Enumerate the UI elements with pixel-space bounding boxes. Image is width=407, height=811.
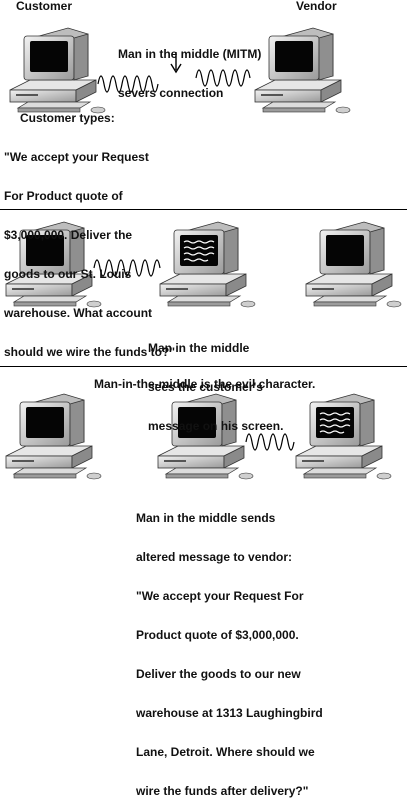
mitm-note-line: Man in the middle (MITM) bbox=[118, 47, 262, 61]
panel3-caption-line: Product quote of $3,000,000. bbox=[136, 628, 299, 642]
panel2-caption-line: message on his screen. bbox=[148, 419, 284, 433]
mitm-diagram-art bbox=[5, 27, 402, 480]
panel3-caption-line: Man in the middle sends bbox=[136, 511, 276, 525]
customer-computer-3 bbox=[5, 393, 102, 480]
panel3-caption-line: Deliver the goods to our new bbox=[136, 667, 301, 681]
customer-message-line: warehouse. What account bbox=[4, 306, 153, 320]
cable-customer-to-mitm bbox=[93, 259, 161, 277]
panel3-caption-line: "We accept your Request For bbox=[136, 589, 304, 603]
panel-divider-1 bbox=[0, 209, 407, 210]
customer-computer-1 bbox=[9, 27, 106, 114]
panel2-caption: Man in the middle sees the customer's me… bbox=[148, 316, 283, 446]
vendor-computer-1 bbox=[254, 27, 351, 114]
panel3-title: Man-in-the-middle is the evil character. bbox=[94, 377, 316, 391]
vendor-computer-2 bbox=[305, 221, 402, 308]
cable-mitm-to-vendor bbox=[245, 433, 295, 451]
customer-label: Customer bbox=[16, 0, 73, 13]
mitm-note: Man in the middle (MITM) severs connecti… bbox=[118, 22, 261, 113]
customer-message-line: should we wire the funds to?" bbox=[4, 345, 176, 359]
customer-message: "We accept your Request For Product quot… bbox=[4, 125, 175, 372]
panel2-caption-line: Man in the middle bbox=[148, 341, 250, 355]
customer-message-line: "We accept your Request bbox=[4, 150, 149, 164]
panel2-caption-line: sees the customer's bbox=[148, 380, 263, 394]
cable-customer-side bbox=[97, 75, 159, 93]
customer-message-line: $3,000,000. Deliver the bbox=[4, 228, 133, 242]
cable-vendor-side bbox=[195, 69, 251, 87]
mitm-note-line: severs connection bbox=[118, 86, 224, 100]
panel3-caption-line: altered message to vendor: bbox=[136, 550, 293, 564]
vendor-label: Vendor bbox=[296, 0, 337, 13]
down-arrow-icon bbox=[170, 52, 182, 74]
customer-types-title: Customer types: bbox=[20, 111, 115, 125]
panel3-caption-line: warehouse at 1313 Laughingbird bbox=[136, 706, 323, 720]
customer-message-line: goods to our St. Louis bbox=[4, 267, 132, 281]
panel3-caption: Man in the middle sends altered message … bbox=[136, 486, 323, 811]
panel3-caption-line: wire the funds after delivery?" bbox=[136, 784, 309, 798]
panel-divider-2 bbox=[0, 366, 407, 367]
vendor-computer-3 bbox=[295, 393, 392, 480]
customer-message-line: For Product quote of bbox=[4, 189, 123, 203]
panel3-caption-line: Lane, Detroit. Where should we bbox=[136, 745, 315, 759]
